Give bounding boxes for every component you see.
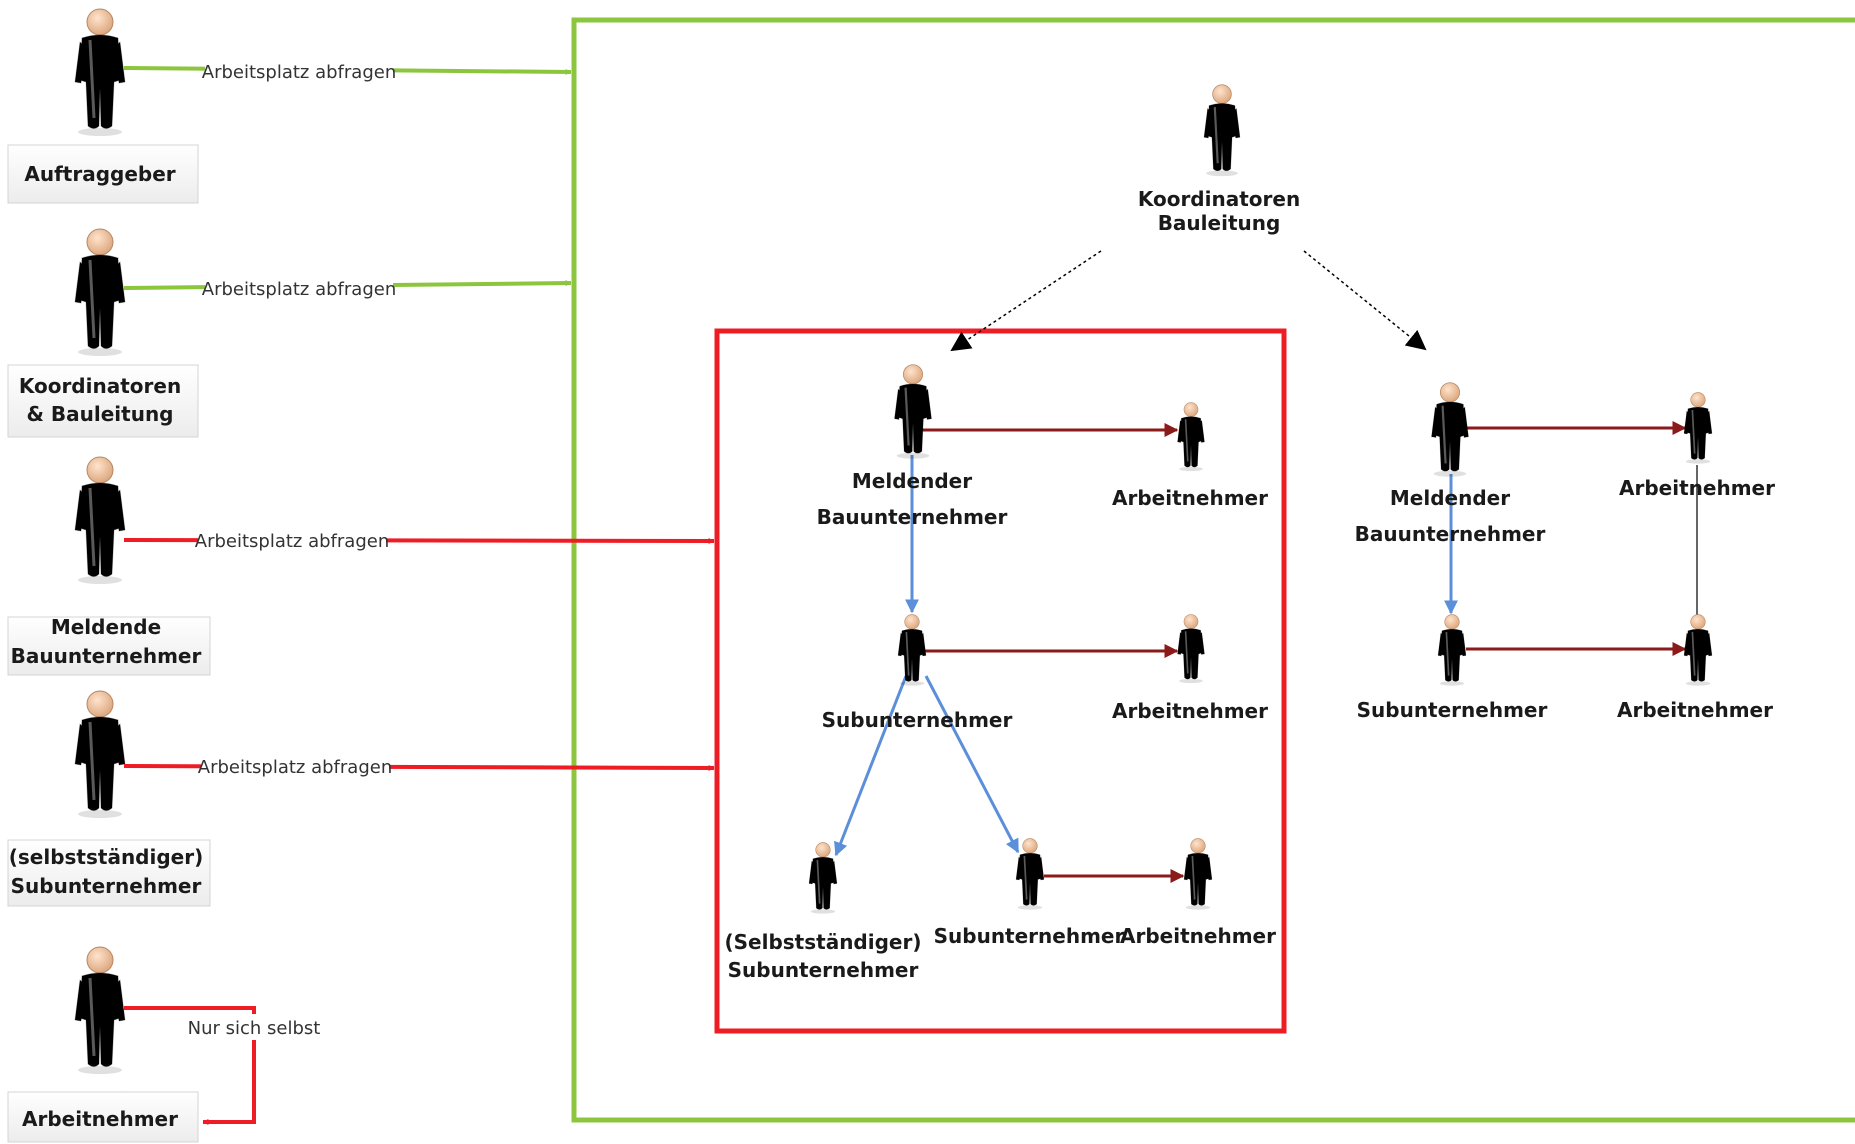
dotted-arrow-right	[1303, 250, 1427, 351]
node-label: Subunternehmer	[822, 708, 1013, 732]
role-label-line1: (selbstständiger)	[9, 845, 204, 869]
edge-label: Nur sich selbst	[188, 1018, 321, 1039]
person-icon	[1176, 401, 1206, 472]
person-icon	[1015, 837, 1045, 911]
person-icon	[1683, 391, 1713, 465]
node-label: Arbeitnehmer	[1120, 924, 1276, 948]
person-icon	[73, 945, 127, 1076]
node-label: Subunternehmer	[934, 924, 1125, 948]
person-icon	[73, 7, 127, 138]
node-label: Arbeitnehmer	[1112, 699, 1268, 723]
node-label: Meldender	[1390, 486, 1510, 510]
person-icon	[897, 613, 927, 687]
person-icon	[73, 455, 127, 586]
role-arbeitnehmer: Arbeitnehmer	[7, 945, 199, 1143]
person-icon	[73, 227, 127, 358]
person-icon	[1176, 613, 1206, 684]
node-label: Bauunternehmer	[817, 505, 1008, 529]
person-icon	[1183, 837, 1213, 911]
node-label: Arbeitnehmer	[1619, 476, 1775, 500]
node-label: Subunternehmer	[728, 958, 919, 982]
role-card	[7, 144, 199, 204]
access-arrow-arbeitnehmer	[124, 1006, 256, 1125]
node-label: Arbeitnehmer	[1617, 698, 1773, 722]
edge-label: Arbeitsplatz abfragen	[198, 757, 392, 778]
node-label-line2: Bauleitung	[1158, 211, 1281, 235]
node-label: Arbeitnehmer	[1112, 486, 1268, 510]
dotted-arrow-left	[950, 250, 1102, 352]
node-label: Subunternehmer	[1357, 698, 1548, 722]
edge-label: Arbeitsplatz abfragen	[202, 279, 396, 300]
role-label-line2: Subunternehmer	[11, 874, 202, 898]
person-icon	[893, 363, 933, 460]
person-icon	[73, 689, 127, 820]
role-label: Arbeitnehmer	[22, 1107, 178, 1131]
node-label-line1: Koordinatoren	[1138, 187, 1300, 211]
edge-sub-selbststaendiger	[834, 675, 908, 857]
person-icon	[808, 841, 838, 915]
person-icon	[1437, 613, 1467, 687]
role-card	[7, 839, 211, 907]
role-card	[7, 364, 199, 438]
edge-label: Arbeitsplatz abfragen	[202, 62, 396, 83]
node-label: Bauunternehmer	[1355, 522, 1546, 546]
role-card	[7, 1091, 199, 1143]
role-koordinatoren: Koordinatoren & Bauleitung	[7, 227, 199, 438]
edge-label: Arbeitsplatz abfragen	[195, 531, 389, 552]
outer-green-frame	[571, 17, 1855, 1123]
person-icon	[1430, 381, 1470, 478]
role-selbststaendiger-subunternehmer: (selbstständiger) Subunternehmer	[7, 689, 211, 907]
edge-sub-sub2	[924, 675, 1020, 854]
node-label: (Selbstständiger)	[724, 930, 921, 954]
person-icon	[1202, 83, 1242, 178]
role-auftraggeber: Auftraggeber	[7, 7, 199, 204]
role-label-line1: Meldende	[51, 615, 161, 639]
node-label: Meldender	[852, 469, 972, 493]
inner-red-frame	[714, 328, 1287, 1034]
role-label-line1: Koordinatoren	[19, 374, 181, 398]
role-card	[7, 616, 211, 676]
node-koordinatoren-bauleitung: Koordinatoren Bauleitung	[1138, 83, 1300, 235]
role-meldende-bauunternehmer: Meldende Bauunternehmer	[7, 455, 211, 676]
role-label-line2: Bauunternehmer	[11, 644, 202, 668]
role-label-line2: & Bauleitung	[26, 402, 173, 426]
person-icon	[1683, 613, 1713, 687]
role-label: Auftraggeber	[24, 162, 175, 186]
